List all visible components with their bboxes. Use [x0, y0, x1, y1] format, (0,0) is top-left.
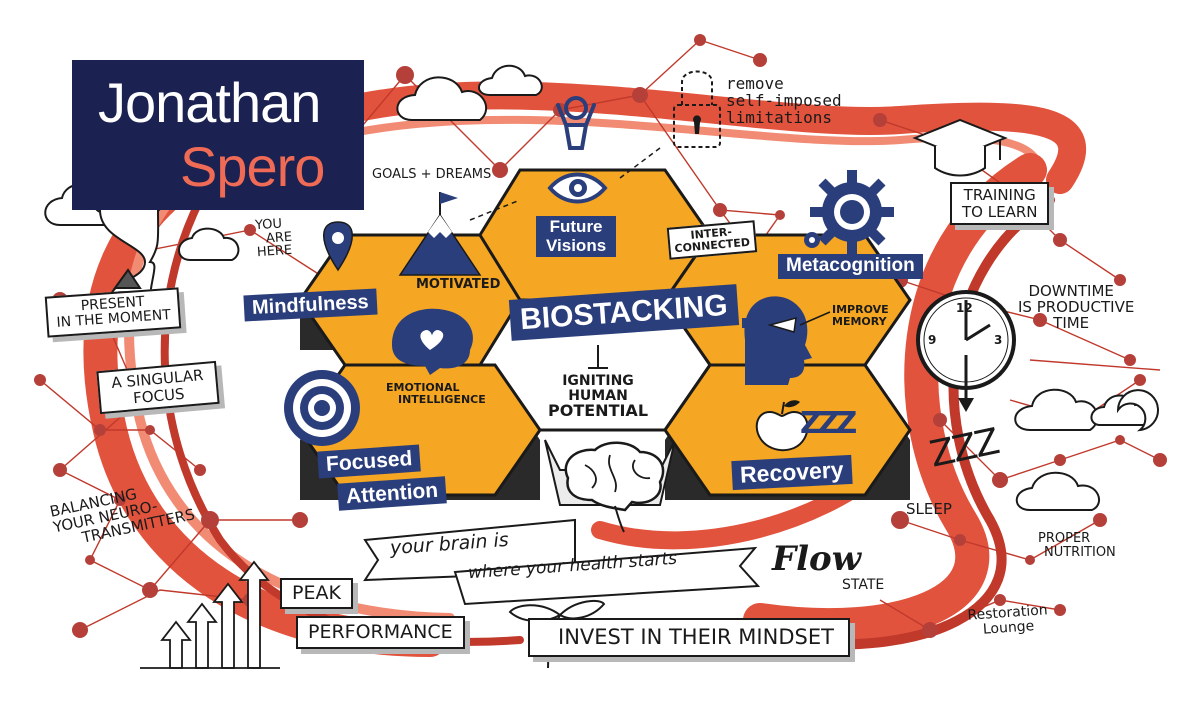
limitations-line: limitations [726, 107, 832, 127]
clock-icon [916, 290, 1016, 412]
restoration-lounge-label: Restoration Lounge [967, 602, 1049, 638]
zzz-label: ZZZ [800, 406, 857, 441]
brain-icon [564, 441, 665, 533]
gear-icon [804, 170, 894, 254]
center-subtitle: IGNITING HUMAN POTENTIAL [548, 374, 648, 420]
name-block: Jonathan Spero [72, 60, 364, 210]
emotional-line: EMOTIONAL [386, 381, 460, 394]
recovery-label: Recovery [731, 454, 853, 491]
visions-line: Visions [546, 235, 607, 255]
banner-ribbon [363, 518, 761, 606]
invest-mindset-box: INVEST IN THEIR MINDSET [528, 618, 850, 658]
clock-num-3: 3 [994, 333, 1003, 347]
self-imposed-line: self-imposed [726, 90, 842, 110]
downtime-line: DOWNTIME [1028, 282, 1114, 300]
eye-icon [547, 96, 608, 204]
emotional-intelligence-label: EMOTIONAL INTELLIGENCE [380, 382, 486, 405]
goals-dreams-label: GOALS + DREAMS [372, 167, 492, 182]
state-label: STATE [842, 577, 885, 593]
performance-box: PERFORMANCE [296, 616, 465, 649]
nutrition-line: NUTRITION [1044, 544, 1116, 560]
subtitle-line: IGNITING [562, 373, 634, 389]
sleep-label: SLEEP [906, 500, 952, 518]
apple-icon [755, 400, 809, 452]
graduation-cap-icon [912, 118, 1008, 177]
map-pin-icon [323, 221, 353, 272]
remove-line: remove [726, 74, 784, 93]
metacognition-label: Metacognition [778, 254, 923, 279]
target-icon [284, 370, 360, 446]
remove-limitations-label: remove self-imposed limitations [726, 74, 842, 127]
last-name: Spero [180, 135, 325, 198]
training-box: TRAINING TO LEARN [950, 182, 1050, 225]
downtime-label: DOWNTIME IS PRODUCTIVE TIME [1008, 282, 1135, 332]
productive-line: IS PRODUCTIVE [1018, 297, 1135, 316]
training-line: TRAINING [963, 186, 1036, 204]
motivated-label: MOTIVATED [416, 277, 501, 292]
improve-line: IMPROVE [832, 303, 889, 316]
head-profile-icon [742, 296, 831, 385]
lock-icon [673, 70, 721, 148]
you-are-here-label: YOU ARE HERE [255, 216, 294, 261]
mountain-flag-icon [398, 192, 521, 276]
growth-arrows-icon [140, 560, 280, 669]
future-visions-label: Future Visions [536, 216, 617, 258]
clock-num-9: 9 [928, 333, 937, 347]
peak-box: PEAK [280, 578, 353, 609]
moon-cloud-icon [1116, 389, 1159, 432]
intelligence-line: INTELLIGENCE [398, 392, 486, 406]
proper-nutrition-label: PROPER NUTRITION [1038, 532, 1116, 559]
subtitle-line: POTENTIAL [548, 401, 649, 421]
heart-head-icon [392, 308, 473, 375]
first-name: Jonathan [98, 71, 321, 134]
future-line: Future [549, 217, 603, 236]
clock-num-12: 12 [956, 301, 973, 315]
flow-label: Flow [772, 539, 862, 579]
to-learn-line: TO LEARN [962, 202, 1038, 221]
improve-memory-label: IMPROVE MEMORY [832, 304, 889, 327]
memory-line: MEMORY [832, 314, 887, 328]
subtitle-line: HUMAN [568, 387, 628, 404]
proper-line: PROPER [1038, 531, 1091, 546]
time-line: TIME [1053, 313, 1090, 332]
here-line: HERE [256, 243, 293, 261]
